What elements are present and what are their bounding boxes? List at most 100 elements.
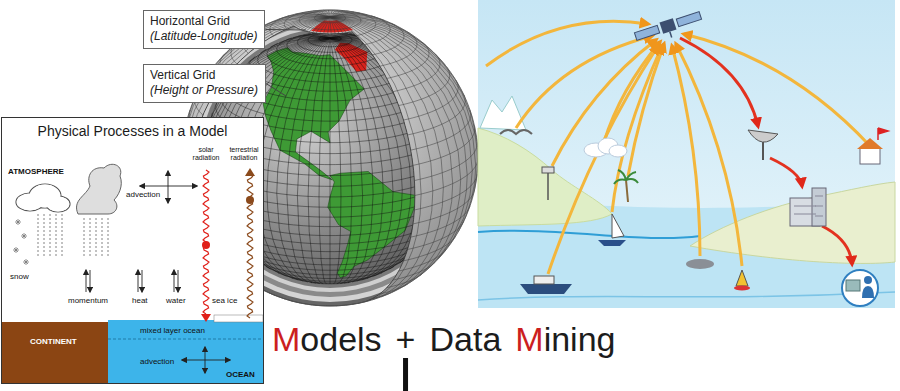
satellite-network-illustration [670, 32, 672, 38]
satellite-network-illustration [762, 142, 764, 160]
radiation-label: solar radiation [188, 146, 224, 162]
satellite-network-illustration [842, 270, 878, 306]
physical-process-illustration [178, 270, 179, 292]
satellite-network-illustration [634, 25, 659, 40]
region-label: OCEAN [226, 370, 255, 379]
physical-process-illustration [108, 320, 264, 384]
physical-process-illustration [44, 214, 45, 258]
satellite-network-illustration [520, 284, 572, 294]
region-label: ATMOSPHERE [8, 167, 64, 176]
leader-lines [266, 84, 286, 97]
process-label: snow [10, 272, 29, 281]
satellite-network-illustration [486, 21, 870, 274]
physical-process-illustration [140, 186, 197, 187]
leader-lines [265, 30, 408, 391]
satellite-network-illustration [680, 38, 758, 126]
leader-lines [265, 29, 306, 31]
radiation-label: terrestrial radiation [226, 146, 262, 162]
satellite-network-illustration [846, 280, 860, 291]
physical-process-illustration [77, 164, 122, 214]
physical-process-illustration [174, 270, 175, 292]
physical-process-illustration [38, 214, 39, 258]
process-label: sea ice [212, 296, 237, 305]
flux-label: momentum [68, 296, 108, 305]
physical-process-illustration [201, 314, 211, 322]
physical-process-illustration [1, 117, 264, 384]
box-title: Horizontal Grid [150, 14, 257, 29]
grid-callout-box: Horizontal Grid(Latitude-Longitude) [143, 10, 265, 49]
satellite-network-illustration [626, 180, 628, 202]
layer-label: mixed layer ocean [140, 326, 205, 335]
satellite-network-illustration [794, 196, 823, 216]
satellite-network-illustration [812, 188, 826, 226]
satellite-network-illustration [500, 130, 532, 134]
satellite-network-illustration [478, 128, 612, 226]
physical-process-illustration [96, 218, 97, 258]
flux-label: water [166, 296, 186, 305]
satellite-network-illustration [659, 18, 676, 34]
physical-process-illustration [47, 197, 70, 212]
physical-process-illustration [86, 171, 230, 373]
slogan-word: Data [429, 322, 501, 356]
satellite-network-illustration [686, 259, 714, 269]
satellite-network-illustration [822, 226, 852, 264]
flux-label: heat [132, 296, 148, 305]
grid-callout-box: Vertical Grid(Height or Pressure) [143, 64, 266, 103]
region-label: CONTINENT [30, 337, 77, 346]
satellite-network-illustration [534, 276, 554, 284]
slogan-line: Models + Data Mining [272, 322, 615, 356]
box-subtitle: (Latitude-Longitude) [150, 29, 257, 44]
satellite-network-illustration [736, 270, 748, 286]
physical-process-illustration [168, 171, 169, 203]
satellite-network-illustration [862, 286, 874, 298]
satellite-network-illustration [612, 46, 662, 212]
grid-globe [428, 86, 456, 162]
process-label: advection [140, 357, 174, 366]
physical-process-illustration [84, 218, 108, 258]
satellite-network-illustration [770, 158, 802, 186]
radiation-lines [203, 170, 253, 318]
physical-process-illustration [142, 270, 143, 292]
satellite-network-illustration [598, 240, 626, 246]
satellite-network-illustration [584, 138, 627, 157]
satellite-network-illustration [614, 170, 638, 184]
satellite-network-illustration [478, 231, 700, 238]
physical-process-illustration [1, 117, 264, 384]
physical-process-illustration [102, 218, 103, 258]
box-title: Vertical Grid [150, 68, 258, 83]
slogan-plus: + [396, 322, 416, 356]
satellite-network-illustration [680, 38, 852, 264]
physical-process-illustration [86, 270, 87, 292]
physical-process-illustration [214, 315, 263, 322]
physical-process-illustration [16, 184, 70, 212]
physical-process-illustration [90, 218, 91, 258]
satellite-network-illustration [857, 138, 883, 149]
physical-process-illustration [108, 218, 109, 258]
cursor-bar [403, 358, 408, 391]
slogan-word: Models [272, 322, 382, 356]
satellite-network-illustration [634, 10, 704, 48]
box-title: Physical Processes in a Model [2, 118, 263, 140]
slogan-word: Mining [515, 322, 615, 356]
physical-process-illustration [56, 214, 57, 258]
satellite-network-illustration [748, 130, 778, 142]
satellite-network-illustration [609, 145, 627, 157]
physical-process-illustration [1, 322, 108, 384]
process-label: advection [126, 190, 160, 199]
physical-process-illustration [15, 219, 21, 225]
satellite-network-illustration [542, 167, 554, 173]
box-subtitle: (Height or Pressure) [150, 83, 258, 98]
satellite-network-illustration [860, 148, 880, 164]
satellite-network-illustration [547, 172, 549, 200]
satellite-network-illustration [684, 34, 870, 146]
physical-process-illustration [138, 270, 139, 292]
physical-process-illustration [13, 219, 29, 265]
satellite-network-illustration [734, 286, 750, 291]
physical-process-illustration [13, 247, 19, 253]
physical-process-illustration [17, 185, 70, 212]
physical-process-illustration [23, 259, 29, 265]
physical-process-illustration [38, 214, 62, 258]
satellite-network-illustration [864, 276, 872, 284]
physical-process-illustration [50, 214, 51, 258]
